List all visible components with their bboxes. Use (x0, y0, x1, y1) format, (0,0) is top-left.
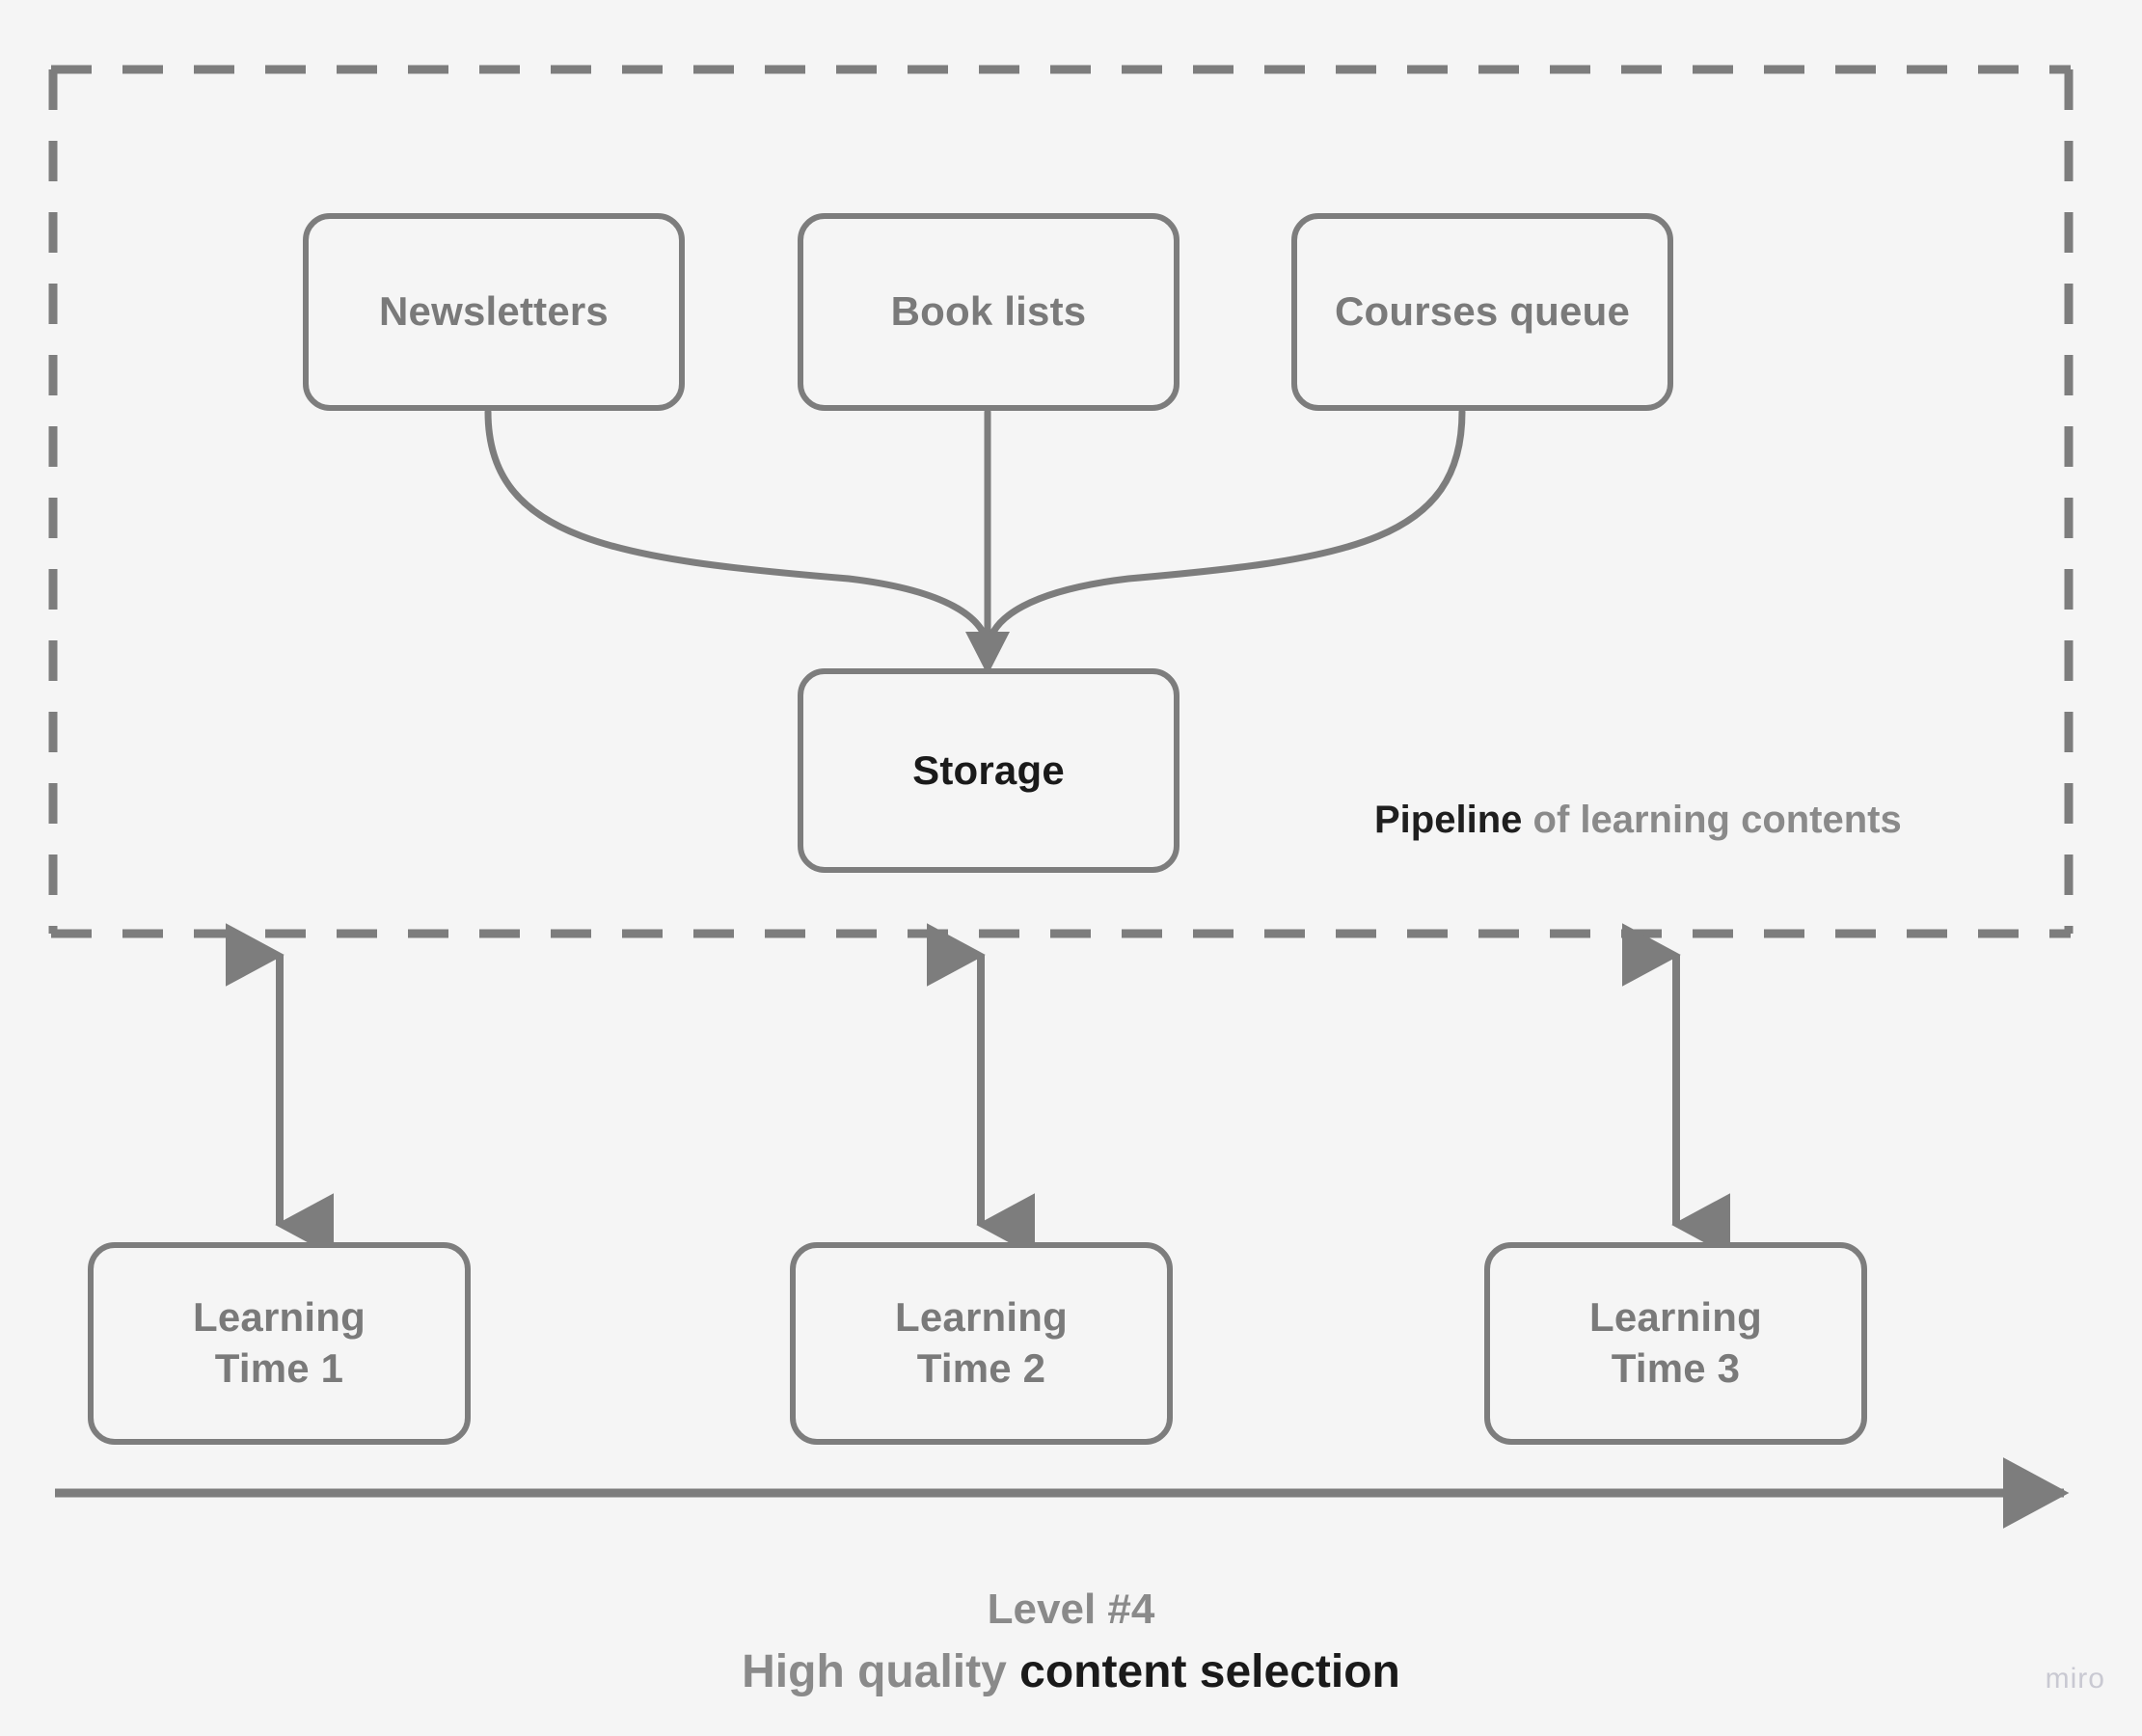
node-learning-time-1-label: Learning Time 1 (193, 1292, 366, 1395)
node-courses-queue[interactable]: Courses queue (1291, 213, 1673, 411)
diagram-caption: Level #4 High quality content selection (0, 1580, 2142, 1706)
node-learning-time-1[interactable]: Learning Time 1 (88, 1242, 471, 1445)
miro-watermark: miro (2045, 1663, 2105, 1695)
pipeline-label-strong: Pipeline (1374, 799, 1523, 841)
node-learning-time-3-line2: Time 3 (1611, 1345, 1741, 1391)
node-learning-time-2-line2: Time 2 (916, 1345, 1046, 1391)
node-learning-time-1-line1: Learning (193, 1294, 366, 1341)
node-newsletters[interactable]: Newsletters (303, 213, 685, 411)
node-courses-queue-label: Courses queue (1334, 288, 1630, 335)
caption-subtitle: High quality content selection (0, 1640, 2142, 1705)
edge-newsletters-to-storage (484, 408, 991, 652)
node-book-lists-label: Book lists (890, 288, 1087, 335)
node-storage[interactable]: Storage (798, 668, 1179, 873)
caption-subtitle-soft: High quality (742, 1646, 1020, 1698)
node-learning-time-2[interactable]: Learning Time 2 (790, 1242, 1173, 1445)
node-learning-time-3-line1: Learning (1589, 1294, 1762, 1341)
node-learning-time-2-label: Learning Time 2 (895, 1292, 1068, 1395)
caption-level: Level #4 (987, 1586, 1155, 1633)
pipeline-label-soft: of learning contents (1522, 799, 1902, 841)
caption-subtitle-strong: content selection (1019, 1646, 1400, 1698)
node-newsletters-label: Newsletters (379, 288, 609, 335)
node-learning-time-3[interactable]: Learning Time 3 (1484, 1242, 1867, 1445)
node-learning-time-3-label: Learning Time 3 (1589, 1292, 1762, 1395)
node-learning-time-2-line1: Learning (895, 1294, 1068, 1341)
node-book-lists[interactable]: Book lists (798, 213, 1179, 411)
pipeline-label: Pipeline of learning contents (1374, 799, 1902, 842)
node-learning-time-1-line2: Time 1 (214, 1345, 344, 1391)
edge-courses-to-storage (985, 408, 1466, 652)
node-storage-label: Storage (912, 746, 1065, 793)
